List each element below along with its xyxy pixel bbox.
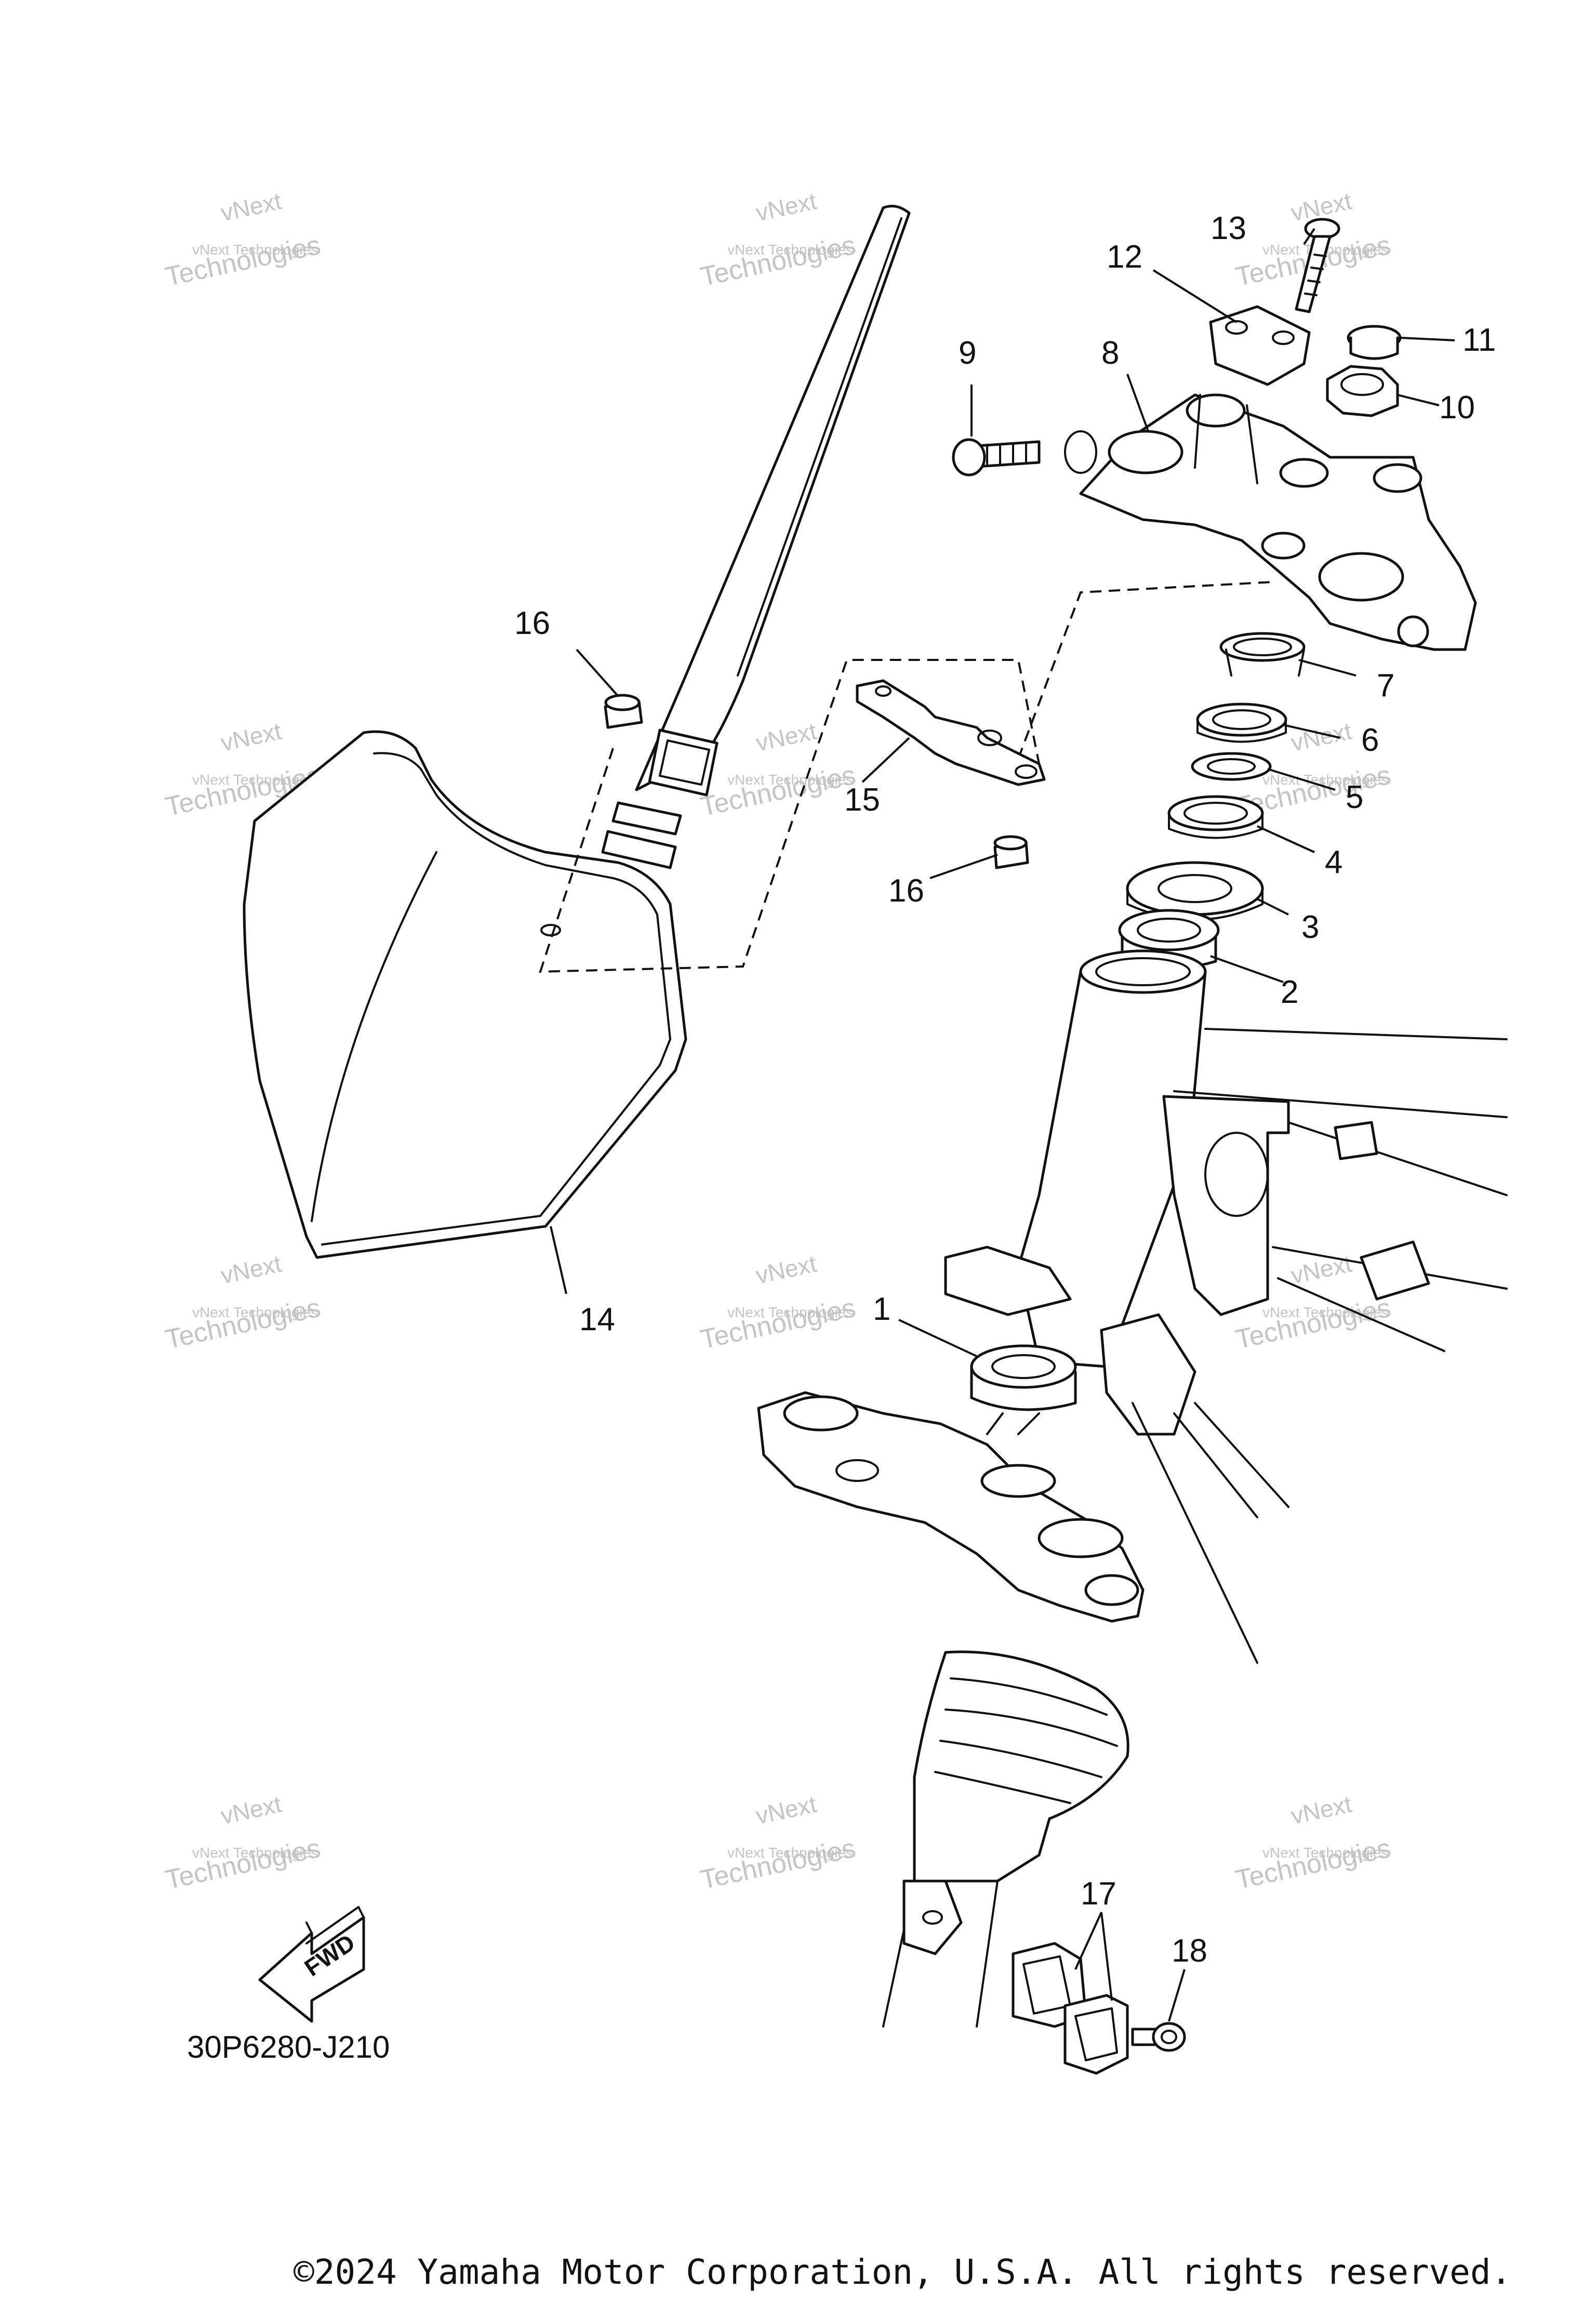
svg-text:vNext: vNext [218, 1790, 284, 1829]
callout-13: 13 [1211, 210, 1246, 246]
svg-text:vNext: vNext [218, 717, 284, 756]
svg-text:Technologies: Technologies [698, 1833, 858, 1896]
svg-text:Technologies: Technologies [163, 1833, 323, 1896]
svg-text:Technologies: Technologies [698, 760, 858, 823]
watermark: vNext vNext Technologies Technologies [1233, 1790, 1393, 1895]
callout-18: 18 [1172, 1933, 1207, 1969]
svg-text:vNext: vNext [753, 187, 819, 226]
callout-15: 15 [844, 782, 880, 818]
callout-3: 3 [1301, 909, 1319, 945]
svg-text:Technologies: Technologies [163, 1293, 323, 1355]
bolt-part-9 [952, 438, 1041, 476]
svg-text:Technologies: Technologies [698, 230, 858, 293]
watermark: vNext vNext Technologies Technologies [698, 1250, 858, 1355]
svg-text:vNext: vNext [218, 1250, 284, 1289]
clamp-part-17-b [1063, 1994, 1129, 2075]
svg-text:vNext: vNext [218, 187, 284, 226]
copyright-notice: ©2024 Yamaha Motor Corporation, U.S.A. A… [294, 2252, 1511, 2292]
svg-text:vNext: vNext [753, 1790, 819, 1829]
watermark: vNext vNext Technologies Technologies [163, 1250, 323, 1355]
callout-8: 8 [1101, 335, 1119, 371]
svg-text:vNext Technologies: vNext Technologies [727, 1304, 853, 1320]
fwd-arrow: FWD [258, 1906, 365, 2023]
svg-text:Technologies: Technologies [163, 230, 323, 293]
watermark: vNext vNext Technologies Technologies [163, 187, 323, 292]
diagram-code: 30P6280-J210 [187, 2030, 390, 2064]
bolt-part-16-upper [604, 694, 643, 729]
watermark: vNext vNext Technologies Technologies [163, 1790, 323, 1895]
nut-part-10 [1326, 365, 1399, 417]
svg-text:vNext: vNext [753, 717, 819, 756]
callout-16-lower: 16 [888, 873, 924, 909]
callout-1: 1 [873, 1291, 890, 1327]
svg-text:Technologies: Technologies [698, 1293, 858, 1355]
callout-2: 2 [1281, 974, 1298, 1010]
nut-part-6 [1196, 703, 1287, 743]
svg-text:vNext Technologies: vNext Technologies [1262, 1845, 1388, 1861]
cap-part-12 [1209, 305, 1311, 386]
washer-part-7 [1219, 632, 1306, 677]
callout-labels: 1 2 3 4 5 6 7 8 9 10 11 12 13 14 15 16 1… [514, 210, 1496, 1969]
svg-text:vNext Technologies: vNext Technologies [192, 1845, 318, 1861]
svg-text:vNext Technologies: vNext Technologies [727, 772, 853, 788]
washer-part-5 [1191, 752, 1272, 781]
svg-text:vNext: vNext [1288, 717, 1354, 756]
leader-lines [550, 228, 1455, 2022]
number-plate-part-14 [243, 205, 1273, 1259]
watermark: vNext vNext Technologies Technologies [698, 717, 858, 822]
svg-text:vNext Technologies: vNext Technologies [192, 242, 318, 258]
upper-bracket-part-8 [1064, 393, 1477, 651]
callout-17: 17 [1081, 1876, 1116, 1912]
nut-part-4 [1167, 795, 1264, 839]
frame-steering-head [944, 949, 1508, 1664]
fork-boot [882, 1650, 1129, 2028]
bolt-part-13 [1295, 218, 1340, 313]
callout-7: 7 [1377, 668, 1394, 704]
svg-text:vNext: vNext [753, 1250, 819, 1289]
bracket-part-15 [856, 679, 1046, 786]
svg-text:vNext Technologies: vNext Technologies [727, 1845, 853, 1861]
callout-4: 4 [1325, 844, 1342, 880]
bearing-part-1 [970, 1344, 1077, 1411]
callout-5: 5 [1346, 779, 1363, 815]
cap-part-11 [1347, 325, 1402, 360]
bolt-part-18 [1131, 2022, 1186, 2052]
callout-11: 11 [1462, 322, 1496, 358]
under-bracket [757, 1391, 1145, 1623]
callout-14: 14 [579, 1302, 615, 1338]
svg-text:Technologies: Technologies [1233, 1833, 1393, 1896]
watermark: vNext vNext Technologies Technologies [698, 187, 858, 292]
callout-9: 9 [959, 335, 976, 371]
svg-text:vNext: vNext [1288, 1790, 1354, 1829]
svg-text:vNext Technologies: vNext Technologies [727, 242, 853, 258]
svg-text:vNext Technologies: vNext Technologies [192, 1304, 318, 1320]
watermark: vNext vNext Technologies Technologies [698, 1790, 858, 1895]
washer-part-3 [1126, 861, 1264, 921]
callout-10: 10 [1439, 390, 1475, 426]
bolt-part-16-lower [993, 835, 1029, 869]
callout-12: 12 [1107, 239, 1142, 275]
callout-16-upper: 16 [514, 605, 550, 641]
callout-6: 6 [1361, 722, 1379, 758]
